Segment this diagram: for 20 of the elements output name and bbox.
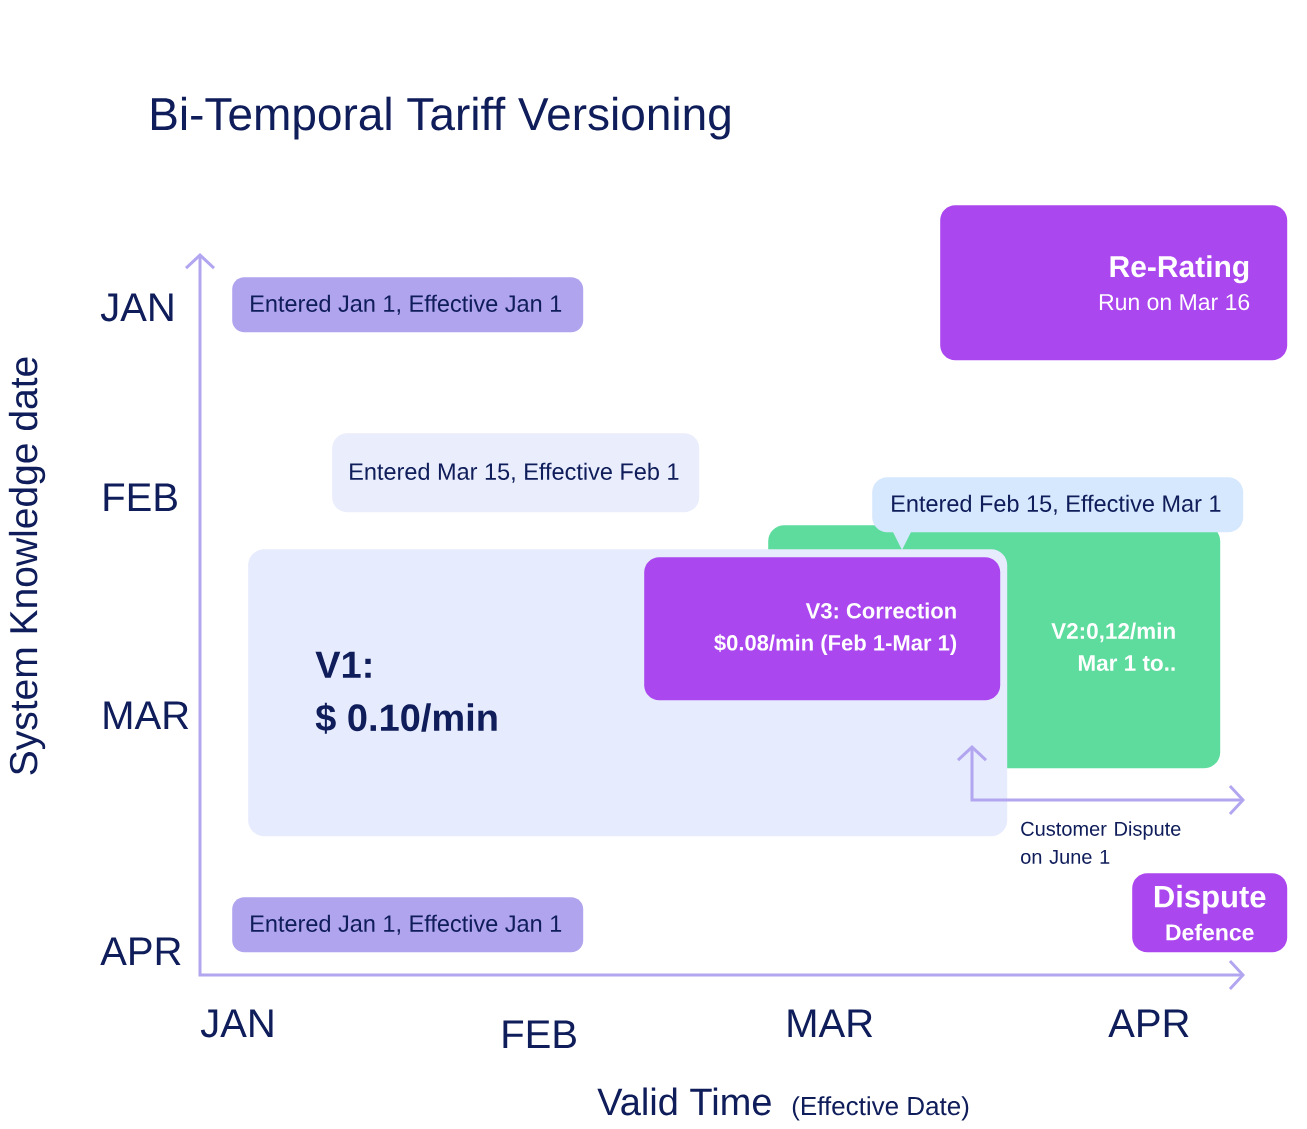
axis-title: System Knowledge date — [8, 357, 46, 775]
callout-bubble: Entered Feb 15, Effective Mar 1 — [872, 477, 1244, 550]
tick-label: FEB — [104, 483, 177, 511]
tag-pill: Entered Jan 1, Effective Jan 1 — [232, 277, 584, 333]
tick-label: MAR — [104, 701, 189, 729]
axis-title: Valid Time — [597, 1087, 771, 1116]
title: Bi-Temporal Tariff Versioning — [152, 96, 730, 140]
tick-label: JAN — [200, 1009, 273, 1038]
tag-pill: Entered Jan 1, Effective Jan 1 — [232, 897, 584, 953]
axis-title: (Effective Date) — [792, 1096, 969, 1121]
tick-label: APR — [100, 937, 181, 965]
tag-pill: Entered Mar 15, Effective Feb 1 — [332, 433, 700, 513]
annotation-text: Customer Dispute on June 1 — [1021, 821, 1181, 864]
tick-label: MAR — [788, 1009, 873, 1037]
tick-label: FEB — [503, 1020, 576, 1048]
event-box: Re-Rating Run on Mar 16 — [940, 205, 1288, 361]
tick-label: APR — [1108, 1009, 1189, 1037]
tick-label: JAN — [100, 293, 173, 322]
event-box: Dispute Defence — [1132, 873, 1288, 953]
version-block: V3: Correction $0.08/min (Feb 1-Mar 1) — [644, 557, 1001, 701]
